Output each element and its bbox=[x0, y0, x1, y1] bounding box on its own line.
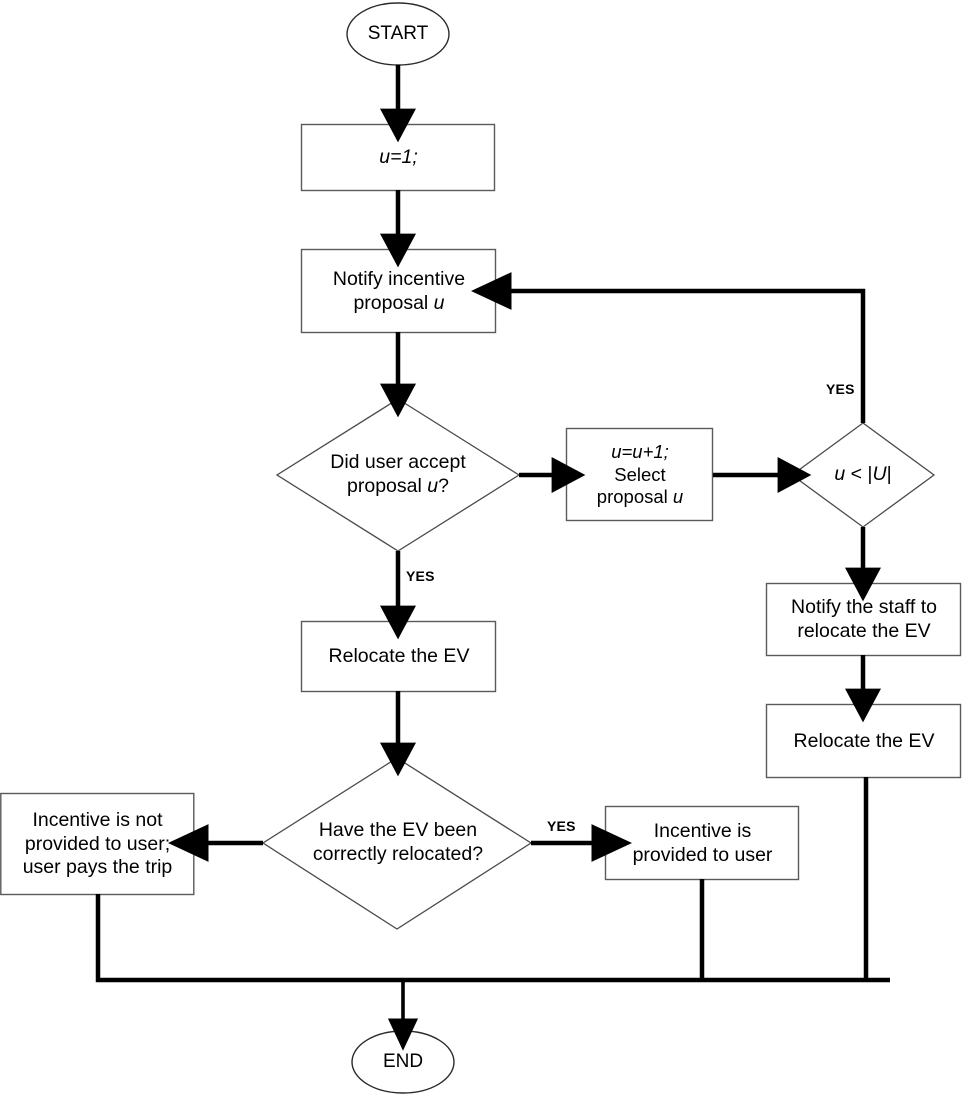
node-no-incentive bbox=[0, 792, 195, 896]
node-end bbox=[351, 1030, 455, 1094]
node-incentive-given bbox=[604, 805, 800, 881]
node-increment-select bbox=[565, 427, 714, 522]
node-relocate-center bbox=[300, 620, 497, 693]
node-notify-proposal bbox=[300, 248, 497, 334]
node-have-relocated bbox=[261, 757, 533, 930]
edge-label-loop-yes: YES bbox=[826, 381, 855, 397]
node-start bbox=[346, 2, 450, 66]
node-u-less-than-U bbox=[790, 422, 936, 528]
edge-label-accept-yes: YES bbox=[406, 568, 435, 584]
node-notify-staff bbox=[765, 582, 962, 657]
node-init-u bbox=[300, 123, 496, 192]
edge-no-incentive-to-merge bbox=[95, 894, 890, 983]
node-did-accept bbox=[275, 398, 521, 552]
edge-label-relocated-yes: YES bbox=[547, 818, 576, 834]
node-relocate-right bbox=[765, 703, 962, 779]
edge-loop-back-to-notify bbox=[471, 272, 866, 423]
